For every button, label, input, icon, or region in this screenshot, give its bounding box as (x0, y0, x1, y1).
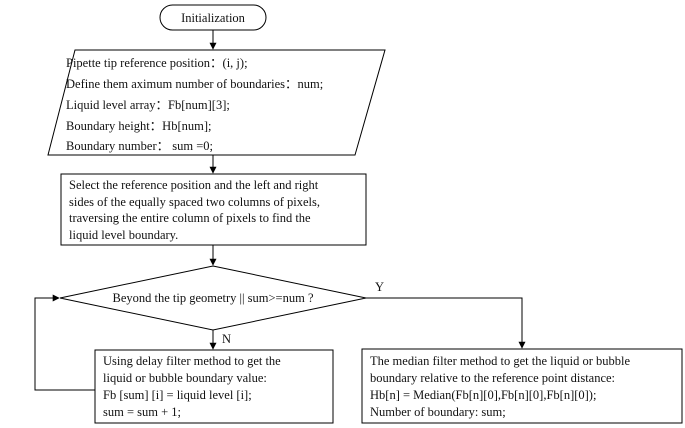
no-label: N (222, 332, 231, 346)
input-node: Pipette tip reference position：(i, j); D… (47, 49, 386, 156)
input-line-2: Define them aximum number of boundaries：… (66, 77, 323, 91)
decision-label: Beyond the tip geometry || sum>=num ? (112, 291, 313, 305)
input-line-4: Boundary height：Hb[num]; (66, 119, 211, 133)
input-line-3: Liquid level array：Fb[num][3]; (66, 98, 230, 112)
input-line-5: Boundary number： sum =0; (66, 139, 213, 153)
median-filter-process-shape (361, 348, 683, 424)
median-filter-line-3: Hb[n] = Median(Fb[n][0],Fb[n][0],Fb[n][0… (370, 388, 596, 402)
yes-label: Y (375, 280, 384, 294)
median-filter-line-1: The median filter method to get the liqu… (370, 354, 630, 368)
search-process-node: Select the reference position and the le… (60, 173, 367, 246)
search-process-line-3: traversing the entire column of pixels t… (69, 211, 311, 225)
search-process-shape (60, 173, 367, 246)
search-process-line-2: sides of the equally spaced two columns … (69, 195, 320, 209)
median-filter-process-node: The median filter method to get the liqu… (361, 348, 683, 424)
search-process-line-4: liquid level boundary. (69, 228, 178, 242)
input-line-1: Pipette tip reference position：(i, j); (66, 56, 248, 70)
input-parallelogram-shape (47, 49, 386, 156)
arrow-yes-branch (366, 297, 526, 349)
median-filter-line-4: Number of boundary: sum; (370, 405, 506, 419)
delay-filter-line-4: sum = sum + 1; (103, 405, 181, 419)
start-label: Initialization (181, 11, 246, 25)
delay-filter-line-1: Using delay filter method to get the (103, 354, 281, 368)
start-node: Initialization (159, 4, 267, 31)
delay-filter-process-node: Using delay filter method to get the liq… (94, 349, 334, 424)
search-process-line-1: Select the reference position and the le… (69, 178, 319, 192)
arrow-loop-back (34, 294, 95, 391)
median-filter-line-2: boundary relative to the reference point… (370, 371, 615, 385)
delay-filter-line-2: liquid or bubble boundary value: (103, 371, 267, 385)
delay-filter-process-shape (94, 349, 334, 424)
decision-node: Beyond the tip geometry || sum>=num ? (59, 265, 367, 331)
delay-filter-line-3: Fb [sum] [i] = liquid level [i]; (103, 388, 252, 402)
